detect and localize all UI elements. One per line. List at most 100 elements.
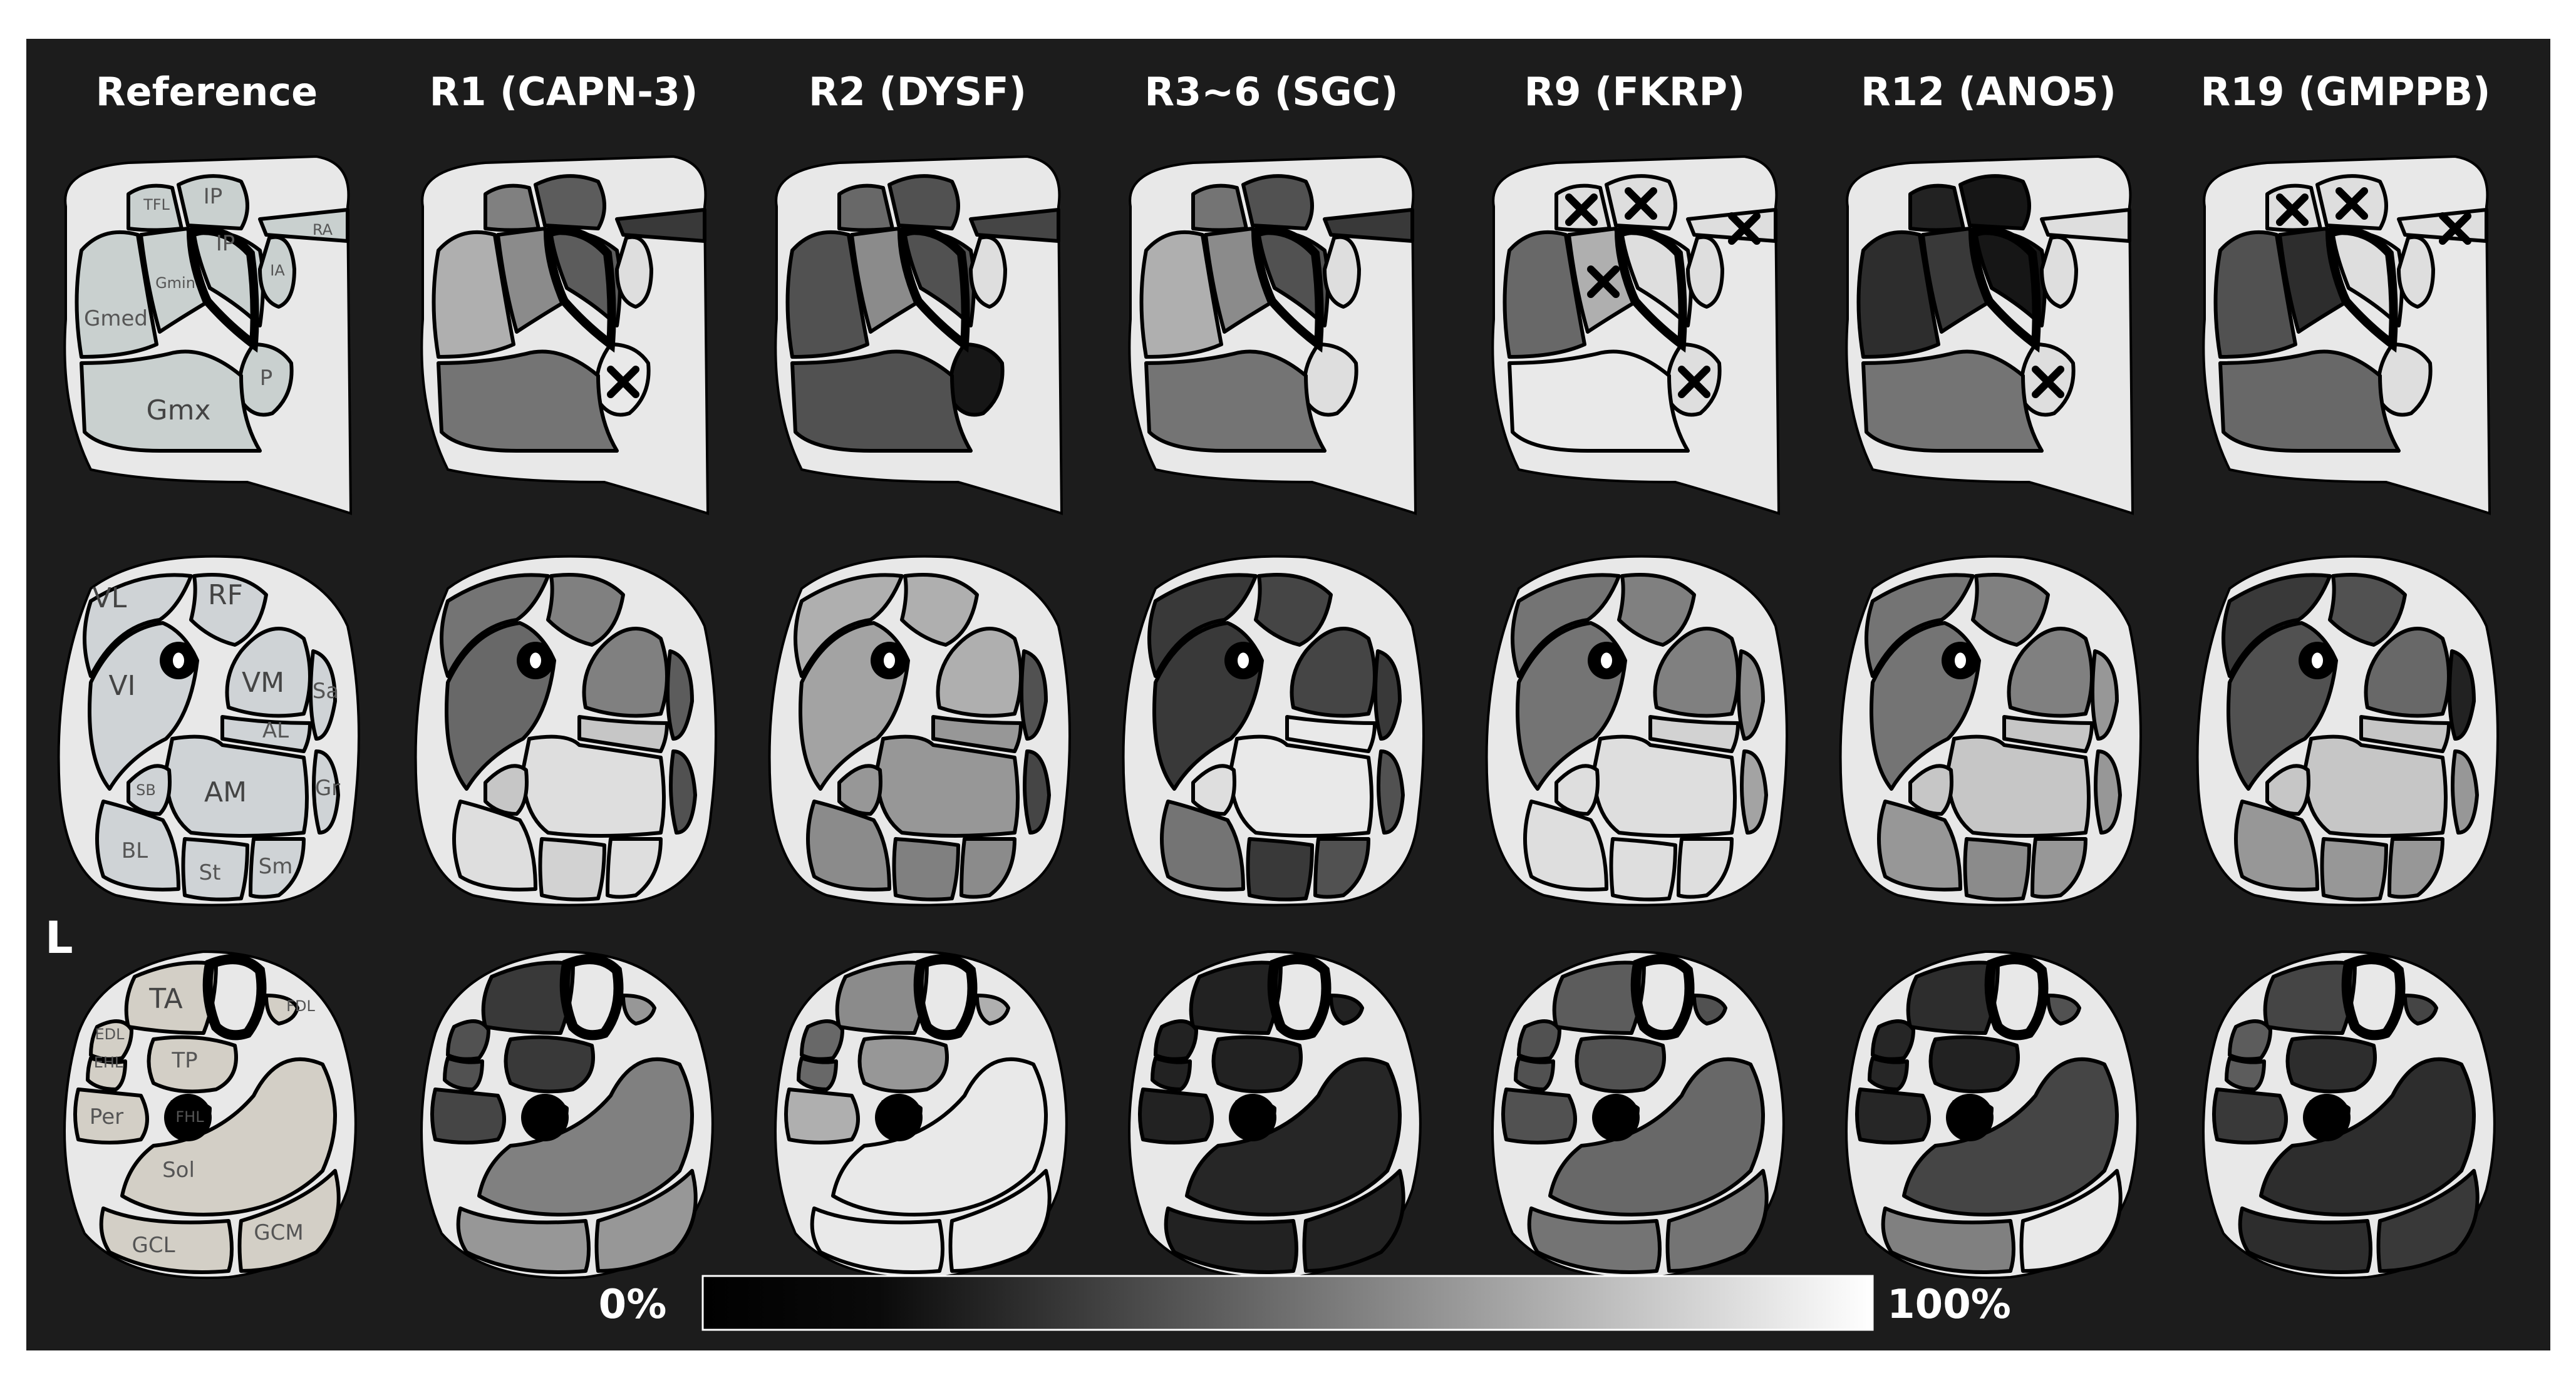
- thigh-muscle-AM-r2: [875, 734, 1020, 838]
- hip-cross-IP-r19: [2335, 187, 2368, 220]
- leg-muscle-GCL-r3: [1164, 1206, 1298, 1274]
- thigh-muscle-VM-r1: [582, 627, 669, 718]
- leg-muscle-TA-r3: [1189, 960, 1283, 1035]
- leg-ref-label-4: TP: [171, 1048, 197, 1073]
- hip-cross-TFL-r9: [1565, 193, 1598, 226]
- thigh-marrow-0-r2: [884, 652, 895, 669]
- hip-muscle-Gmx-r2: [790, 349, 973, 453]
- hip-cross-P-r9: [1678, 366, 1710, 398]
- thigh-muscle-AM-r12: [1946, 734, 2091, 838]
- thigh-muscle-SB-r3: [1191, 764, 1236, 816]
- leg-muscle-FDL-r12: [2046, 994, 2081, 1026]
- hip-muscle-Gmx-r12: [1861, 349, 2044, 453]
- leg-bone-1-r1: [521, 1094, 569, 1141]
- hip-ref-label-5: Gmin: [155, 274, 195, 292]
- hip-muscle-IP2-r19: [2331, 230, 2404, 327]
- column-title-reference: Reference: [96, 69, 318, 115]
- leg-ref-label-1: EDL: [95, 1026, 125, 1043]
- thigh-muscle-St-r19: [2320, 837, 2388, 902]
- hip-section-r12: [1845, 155, 2134, 515]
- hip-cross-TFL-r19: [2276, 193, 2309, 226]
- leg-muscle-GCL-r1: [456, 1206, 591, 1274]
- leg-muscle-GCL-r12: [1881, 1206, 2015, 1274]
- leg-bone-1-r2: [875, 1094, 923, 1141]
- thigh-muscle-RF-r3: [1254, 573, 1333, 647]
- leg-muscle-TA-r9: [1552, 960, 1646, 1035]
- hip-muscle-Gmx-r19: [2218, 349, 2401, 453]
- leg-muscle-EDL-r3: [1154, 1019, 1198, 1061]
- hip-muscle-IA-r1: [615, 235, 653, 309]
- hip-muscle-IP2-r2: [903, 230, 976, 327]
- leg-muscle-GCL-r19: [2238, 1206, 2372, 1274]
- leg-ref-label-0: TA: [148, 983, 183, 1015]
- leg-muscle-Per-r9: [1501, 1088, 1577, 1144]
- hip-muscle-IA-r3: [1323, 235, 1361, 309]
- thigh-muscle-RF-r2: [900, 573, 979, 647]
- hip-muscle-RA-ref: [258, 208, 349, 243]
- leg-muscle-Per-r1: [430, 1088, 506, 1144]
- thigh-muscle-AL-r12: [2002, 715, 2094, 753]
- thigh-muscle-AM-r19: [2303, 734, 2448, 838]
- thigh-muscle-Sa-ref: [309, 649, 337, 741]
- hip-ref-label-6: Gmed: [84, 306, 148, 331]
- leg-muscle-TP-r19: [2285, 1035, 2377, 1094]
- hip-ref-label-7: P: [260, 366, 273, 391]
- leg-muscle-EDL-r1: [446, 1019, 490, 1061]
- hip-muscle-IP-r3: [1241, 174, 1314, 230]
- thigh-muscle-VL-r12: [1865, 573, 1975, 678]
- thigh-muscle-Sa-r1: [666, 649, 694, 741]
- hip-section-r2: [774, 155, 1063, 515]
- thigh-muscle-VL-r19: [2222, 573, 2332, 678]
- thigh-muscle-Sm-ref: [249, 837, 306, 899]
- thigh-muscle-VM-ref: [225, 627, 312, 718]
- thigh-ref-label-4: Sa: [313, 679, 339, 704]
- leg-muscle-FDL-r2: [975, 994, 1010, 1026]
- hip-muscle-Gmed-r12: [1856, 230, 1940, 359]
- leg-muscle-GCM-r2: [948, 1169, 1052, 1273]
- hip-bone-0-r19: [2325, 226, 2398, 353]
- leg-muscle-Per-r3: [1138, 1088, 1214, 1144]
- thigh-muscle-SB-ref: [127, 764, 172, 816]
- thigh-muscle-Sm-r9: [1677, 837, 1734, 899]
- hip-muscle-TFL-r2: [837, 183, 894, 232]
- leg-bone-1-r19: [2303, 1094, 2351, 1141]
- leg-muscle-EHL-r19: [2225, 1056, 2266, 1091]
- hip-muscle-TFL-r1: [484, 183, 541, 232]
- column-title-r9: R9 (FKRP): [1524, 69, 1746, 115]
- thigh-muscle-AM-ref: [164, 734, 309, 838]
- thigh-ref-label-5: AL: [262, 718, 289, 743]
- leg-section-r12: [1845, 950, 2139, 1280]
- thigh-muscle-Sm-r12: [2030, 837, 2087, 899]
- thigh-muscle-Sa-r12: [2091, 649, 2119, 741]
- leg-muscle-TA-r2: [835, 960, 929, 1035]
- hip-cross-RA-r19: [2439, 212, 2471, 245]
- thigh-marrow-0-r9: [1601, 652, 1612, 669]
- leg-muscle-GCL-ref: [99, 1206, 234, 1274]
- thigh-ref-label-8: SB: [136, 781, 156, 799]
- leg-cross-FHL-r12: [1955, 1101, 1988, 1134]
- column-title-r2: R2 (DYSF): [809, 69, 1027, 115]
- column-title-r12: R12 (ANO5): [1861, 69, 2116, 115]
- thigh-muscle-BL-r9: [1523, 800, 1608, 892]
- hip-cross-IP-r9: [1625, 187, 1657, 220]
- leg-muscle-Sol-r9: [1548, 1057, 1765, 1216]
- leg-muscle-TA-ref: [124, 960, 218, 1035]
- thigh-muscle-St-r3: [1246, 837, 1314, 902]
- leg-muscle-Sol-r12: [1902, 1057, 2119, 1216]
- hip-section-r1: [420, 155, 710, 515]
- hip-muscle-IP-r12: [1958, 174, 2031, 230]
- leg-muscle-FDL-r1: [621, 994, 656, 1026]
- hip-muscle-Gmed-r1: [432, 230, 515, 359]
- thigh-ref-label-11: Sm: [259, 854, 293, 879]
- thigh-muscle-BL-r2: [806, 800, 891, 892]
- hip-muscle-IA-r9: [1686, 235, 1724, 309]
- thigh-muscle-VL-r3: [1147, 573, 1258, 678]
- hip-muscle-Gmed-r19: [2213, 230, 2297, 359]
- leg-ref-label-5: Per: [90, 1104, 123, 1129]
- column-title-r3: R3~6 (SGC): [1144, 69, 1398, 115]
- leg-bone-0-ref: [202, 954, 267, 1041]
- hip-muscle-RA-r12: [2040, 208, 2131, 243]
